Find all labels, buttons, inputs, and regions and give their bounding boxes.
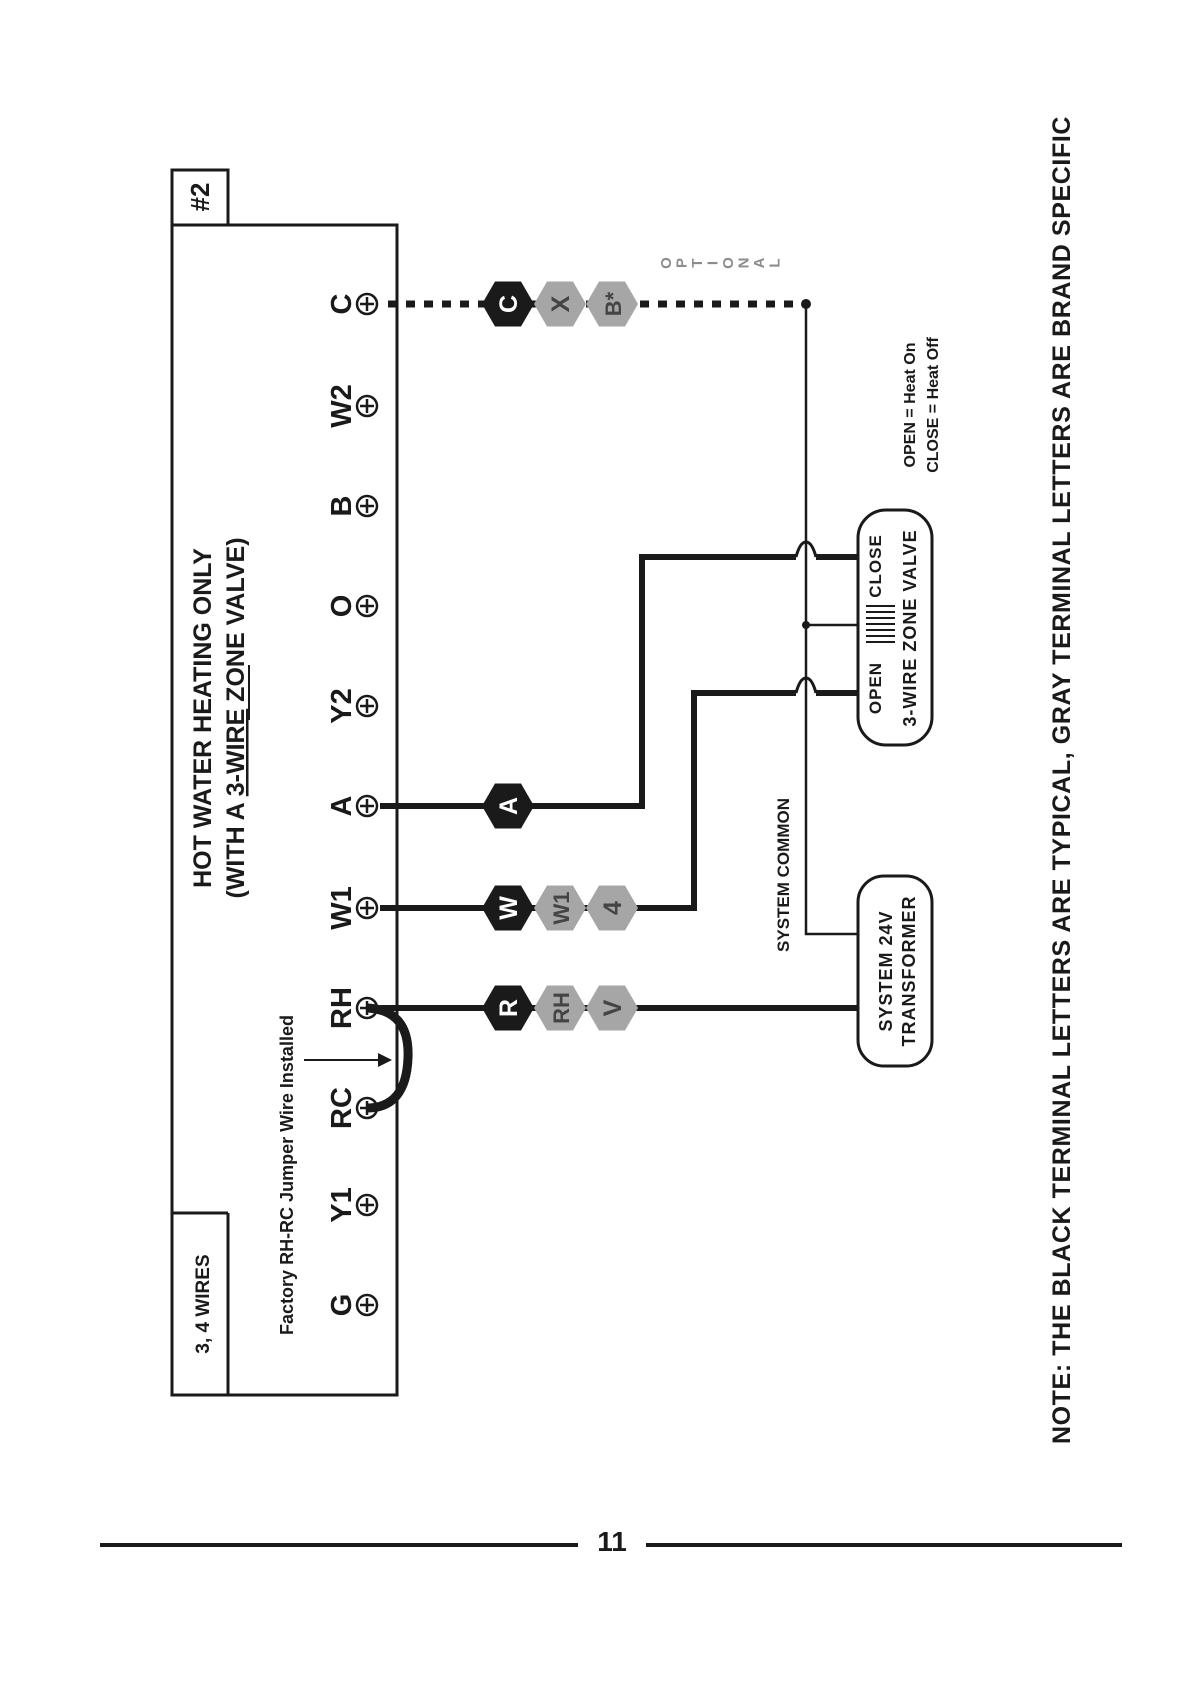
svg-text:X: X [547, 295, 575, 312]
optional-letter: A [751, 257, 768, 268]
transformer-label-line2: TRANSFORMER [899, 896, 919, 1047]
optional-letter: P [674, 258, 691, 268]
terminal-badge-w: W [482, 885, 534, 931]
brand-note: NOTE: THE BLACK TERMINAL LETTERS ARE TYP… [1048, 116, 1076, 1444]
zone-valve-box [856, 508, 934, 747]
terminal-rh: RH [326, 987, 379, 1029]
valve-motor-icon [866, 605, 895, 643]
jumper-arrow-head [378, 1053, 392, 1067]
terminal-label: A [326, 795, 358, 816]
terminal-label: RH [326, 987, 358, 1029]
svg-text:B*: B* [601, 291, 626, 316]
wires-tab-label: 3, 4 WIRES [193, 1254, 214, 1353]
terminal-w2: W2 [326, 384, 379, 428]
terminal-c: C [326, 292, 379, 316]
terminal-label: Y1 [326, 1187, 358, 1222]
page-number: 11 [597, 1526, 627, 1557]
terminal-w1: W1 [326, 886, 379, 930]
terminal-badge-r: R [482, 985, 534, 1031]
terminal-o: O [326, 594, 379, 618]
page-footer: 11 [0, 1520, 1191, 1570]
svg-text:W1: W1 [549, 892, 574, 925]
screw-icon [355, 1293, 379, 1317]
screw-icon [355, 494, 379, 518]
jumper-label: Factory RH-RC Jumper Wire Installed [277, 1015, 297, 1335]
legend-open: OPEN = Heat On [902, 343, 919, 468]
valve-close-label: CLOSE [866, 534, 885, 598]
terminal-g: G [326, 1293, 379, 1317]
svg-text:A: A [495, 797, 523, 815]
terminal-label: G [326, 1294, 358, 1317]
terminal-badge-4: 4 [586, 885, 638, 931]
terminal-b: B [326, 494, 379, 518]
terminal-badge-rh: RH [534, 985, 586, 1031]
diagram-number: #2 [185, 183, 215, 212]
diagram-title-line2: (WITH A 3-WIRE ZONE VALVE) [222, 537, 250, 898]
footer-rule-left [100, 1543, 578, 1547]
terminal-label: Y2 [326, 688, 358, 723]
terminal-badge-bstar: B* [586, 281, 638, 327]
optional-letter: L [767, 258, 784, 267]
terminal-badge-x: X [534, 281, 586, 327]
terminal-y2: Y2 [326, 688, 379, 724]
terminal-panel [170, 223, 399, 1397]
svg-text:V: V [599, 999, 627, 1016]
terminal-label: W2 [326, 384, 358, 428]
legend-close: CLOSE = Heat Off [925, 337, 942, 473]
screw-icon [355, 1193, 379, 1217]
optional-letter: I [705, 261, 722, 265]
svg-text:RH: RH [549, 992, 574, 1024]
footer-rule-right [646, 1543, 1122, 1547]
screw-icon [355, 794, 379, 818]
terminal-label: RC [326, 1087, 358, 1129]
terminal-row: G Y1 RC RH W1 A Y2 O B W2 C [326, 292, 379, 1317]
terminal-a: A [326, 794, 379, 818]
svg-text:W: W [495, 896, 523, 920]
transformer-label-line1: SYSTEM 24V [876, 910, 896, 1031]
diagram-number-tab [170, 168, 230, 227]
terminal-badge-c: C [482, 281, 534, 327]
optional-letter: O [658, 257, 675, 269]
rh-rc-jumper-wire [366, 1003, 413, 1113]
system-common-label: SYSTEM COMMON [774, 798, 793, 952]
optional-letter: O [720, 257, 737, 269]
svg-text:4: 4 [599, 901, 627, 915]
terminal-label: O [326, 595, 358, 618]
terminal-badge-v: V [586, 985, 638, 1031]
wire-a-valve-close [380, 554, 796, 809]
screw-icon [355, 594, 379, 618]
terminal-label: B [326, 496, 358, 517]
screw-icon [355, 896, 379, 920]
wire-w1-valve-open [380, 690, 796, 911]
terminal-badge-a: A [482, 783, 534, 829]
valve-open-label: OPEN [866, 662, 885, 714]
svg-text:C: C [495, 295, 523, 313]
transformer-box [856, 874, 934, 1068]
optional-letter: N [736, 258, 753, 269]
terminal-label: C [326, 293, 358, 314]
terminal-y1: Y1 [326, 1187, 379, 1223]
screw-icon [355, 292, 379, 316]
zone-valve-name: 3-WIRE ZONE VALVE [900, 529, 920, 726]
screw-icon [355, 694, 379, 718]
screw-icon [355, 394, 379, 418]
terminal-label: W1 [326, 886, 358, 930]
optional-letter: T [689, 258, 706, 267]
svg-text:R: R [495, 999, 523, 1017]
terminal-badges: R RH V W W1 4 A C X B* [482, 281, 638, 1031]
terminal-badge-w1: W1 [534, 885, 586, 931]
diagram-title-line1: HOT WATER HEATING ONLY [189, 548, 217, 888]
wire-system-common [804, 304, 858, 936]
